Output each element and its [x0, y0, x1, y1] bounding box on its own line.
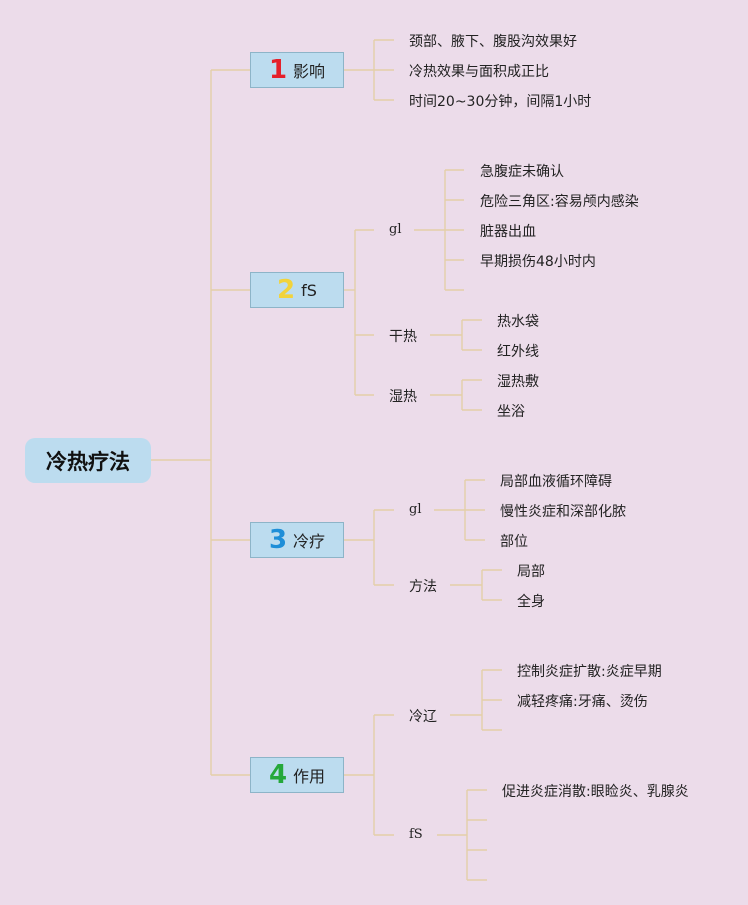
leaf-node[interactable]: 控制炎症扩散:炎症早期: [517, 664, 662, 680]
sub-node-dry-heat[interactable]: 干热: [389, 329, 417, 345]
sub-node-method[interactable]: 方法: [409, 579, 437, 595]
branch-label: 影响: [293, 62, 326, 81]
leaf-node[interactable]: 减轻疼痛:牙痛、烫伤: [517, 694, 648, 710]
branch-label: fS: [301, 280, 317, 300]
sub-node-wet-heat[interactable]: 湿热: [389, 389, 417, 405]
branch-node-effect[interactable]: 4 作用: [250, 757, 344, 793]
leaf-node[interactable]: 湿热敷: [497, 374, 539, 390]
sub-node-fs[interactable]: fS: [409, 827, 423, 842]
leaf-node[interactable]: 危险三角区:容易颅内感染: [480, 194, 639, 210]
branch-label: 冷疗: [293, 532, 326, 551]
leaf-node[interactable]: 局部: [517, 564, 545, 580]
leaf-node[interactable]: 冷热效果与面积成正比: [409, 64, 549, 80]
leaf-node[interactable]: 坐浴: [497, 404, 525, 420]
leaf-node[interactable]: 局部血液循环障碍: [500, 474, 612, 490]
leaf-node[interactable]: 早期损伤48小时内: [480, 254, 596, 270]
leaf-node[interactable]: 时间20~30分钟，间隔1小时: [409, 94, 592, 110]
leaf-node[interactable]: 慢性炎症和深部化脓: [500, 504, 626, 520]
sub-node-gl[interactable]: gl: [389, 222, 402, 237]
number-badge-2: 2: [277, 275, 296, 305]
leaf-node[interactable]: 促进炎症消散:眼睑炎、乳腺炎: [502, 784, 689, 800]
leaf-node[interactable]: 红外线: [497, 344, 539, 360]
number-badge-4: 4: [268, 760, 288, 790]
root-node[interactable]: 冷热疗法: [25, 438, 151, 483]
sub-node-gl[interactable]: gl: [409, 502, 422, 517]
branch-label: 作用: [293, 767, 326, 786]
leaf-node[interactable]: 急腹症未确认: [480, 164, 564, 180]
branch-node-cold-therapy[interactable]: 3 冷疗: [250, 522, 344, 558]
leaf-node[interactable]: 全身: [517, 594, 545, 610]
number-badge-1: 1: [268, 55, 288, 85]
number-badge-3: 3: [268, 525, 288, 555]
leaf-node[interactable]: 部位: [500, 534, 528, 550]
branch-node-influence[interactable]: 1 影响: [250, 52, 344, 88]
sub-node-cold[interactable]: 冷辽: [409, 709, 437, 725]
leaf-node[interactable]: 热水袋: [497, 314, 539, 330]
leaf-node[interactable]: 脏器出血: [480, 224, 536, 240]
leaf-node[interactable]: 颈部、腋下、腹股沟效果好: [409, 34, 577, 50]
branch-node-fs[interactable]: 2 fS: [250, 272, 344, 308]
